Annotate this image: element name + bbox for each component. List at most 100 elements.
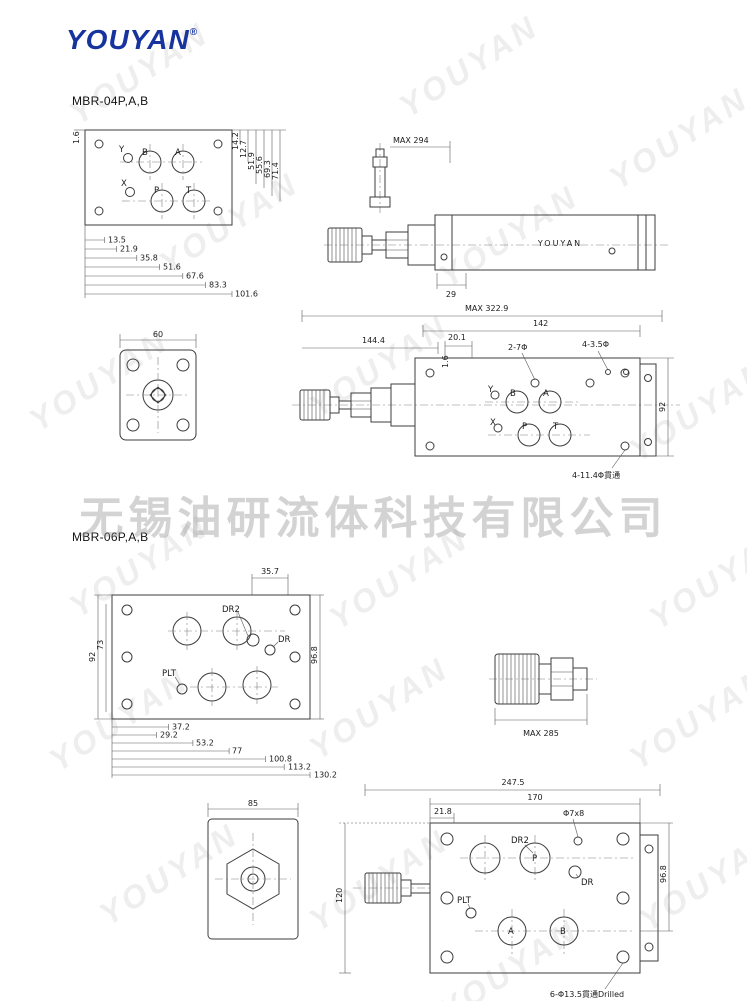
dim-130-2: 130.2 [314,771,337,780]
port-label-b: B [510,389,516,399]
mbr06-knurl-lines [368,873,398,903]
dim-55-6: 55.6 [255,156,264,174]
dim-37-2: 37.2 [172,723,190,732]
label-plt: PLT [162,669,177,679]
label-dr2: DR2 [222,605,240,615]
drawing-mbr06-port-face: 35.7 DR2 DR PLT 92 73 96.8 37.2 29.2 53.… [88,567,337,780]
label-a: A [508,927,514,937]
drawing-mbr04-valve-elevation: MAX 294 YOUYAN 29 [324,136,668,299]
brand-logo-text: YOUYAN [66,24,190,55]
port-label-y: Y [118,145,125,155]
cartridge-outline [494,653,588,705]
dim-29-2: 29.2 [160,731,178,740]
knurl-lines [331,228,408,262]
dim-100-8: 100.8 [269,755,292,764]
dim-35-7: 35.7 [261,567,279,576]
brand-watermark: YOUYAN [392,7,546,125]
dim-21-8: 21.8 [434,807,452,816]
mbr06-body-outline [111,594,311,720]
dim-21-9: 21.9 [120,245,138,254]
hex-end-dimension-lines [207,803,299,817]
dim-max-294: MAX 294 [393,136,429,145]
dim-144-4: 144.4 [362,336,385,345]
assembly-outline [299,357,657,457]
mbr04-dimension-lines [74,129,286,298]
label-dr: DR [581,878,594,888]
dim-60: 60 [153,330,163,339]
drawing-mbr04-assembly: MAX 322.9 142 144.4 20.1 2-7Φ 4-3.5Φ 1.6… [292,304,680,480]
assembly-centerline [292,401,680,436]
dim-85: 85 [248,799,258,808]
valve-dimension-lines [390,141,467,289]
dim-4-11-4-through: 4-11.4Φ貫通 [572,470,620,480]
mbr06-assembly-centerlines [353,835,635,955]
port-label-p: P [522,422,527,432]
assembly-knurl-lines [303,390,371,420]
body-brand-text: YOUYAN [537,239,582,248]
dim-35-8: 35.8 [140,254,158,263]
valve-body-outline [327,214,656,271]
dim-96-8-right: 96.8 [659,865,668,883]
drawing-mbr04-port-face: Y B A X P T 1.6 14.2 12.7 51.9 55.6 69.3… [72,129,286,299]
dim-142: 142 [533,319,548,328]
dim-71-4: 71.4 [271,162,280,180]
mbr04-centerlines [120,144,212,219]
dim-1-6: 1.6 [72,131,81,144]
dim-51-9: 51.9 [247,152,256,170]
dim-92-left: 92 [88,652,97,662]
brand-watermark: YOUYAN [642,519,747,637]
valve-centerlines [324,143,668,246]
hex-end-centerlines [215,833,291,925]
port-label-p: P [154,186,159,196]
flange-centerlines [126,357,190,433]
dim-max-285: MAX 285 [523,729,559,738]
port-label-a: A [543,389,549,399]
port-label-x: X [490,418,496,428]
drawing-mbr04-end-view: 60 [119,330,197,441]
label-dr: DR [278,635,291,645]
cartridge-dimension-lines [494,694,588,725]
dim-53-2: 53.2 [196,739,214,748]
port-label-y: Y [487,385,494,395]
dim-77: 77 [232,747,242,756]
dim-101-6: 101.6 [235,290,258,299]
label-plt: PLT [457,896,472,906]
dim-120: 120 [335,888,344,903]
mbr04-body-outline [84,129,233,226]
dim-4-3-5dia: 4-3.5Φ [582,340,609,349]
dim-6-13-5-through: 6-Φ13.5貫通Drilled [550,989,624,999]
mbr06-assembly-dimension-lines [339,784,673,990]
dim-69-3: 69.3 [263,160,272,178]
drawing-mbr06-end-view: 85 [207,799,299,940]
dim-92: 92 [658,402,667,412]
label-b: B [560,927,566,937]
dim-67-6: 67.6 [186,272,204,281]
port-label-a: A [175,148,181,158]
drawing-mbr06-assembly: 247.5 170 21.8 Φ7x8 DR2 P DR PLT A B 120… [335,778,673,999]
dim-29: 29 [446,290,456,299]
model-title-mbr04: MBR-04P,A,B [72,94,149,108]
adjust-screw-outline [369,148,391,208]
dim-12-7: 12.7 [239,140,248,158]
assembly-dimension-lines [301,310,674,469]
port-label-b: B [142,148,148,158]
mbr06-dimension-lines [94,574,324,778]
flange-dimension-lines [119,334,197,348]
dim-170: 170 [527,793,542,802]
dim-247-5: 247.5 [502,778,525,787]
label-p: P [532,854,537,864]
dim-51-6: 51.6 [163,263,181,272]
model-title-mbr06: MBR-06P,A,B [72,530,149,544]
dim-1-6-side: 1.6 [441,355,450,368]
cartridge-knurl-lines [498,654,573,704]
dim-14-2: 14.2 [231,132,240,150]
brand-logo: YOUYAN® [66,24,198,56]
dim-2-7dia: 2-7Φ [508,343,527,352]
registered-mark-icon: ® [189,27,199,38]
dim-113-2: 113.2 [288,763,311,772]
dim-13-5: 13.5 [108,236,126,245]
port-label-t: T [552,422,559,432]
dim-73-left: 73 [96,640,105,650]
mbr06-assembly-outline [364,822,659,974]
